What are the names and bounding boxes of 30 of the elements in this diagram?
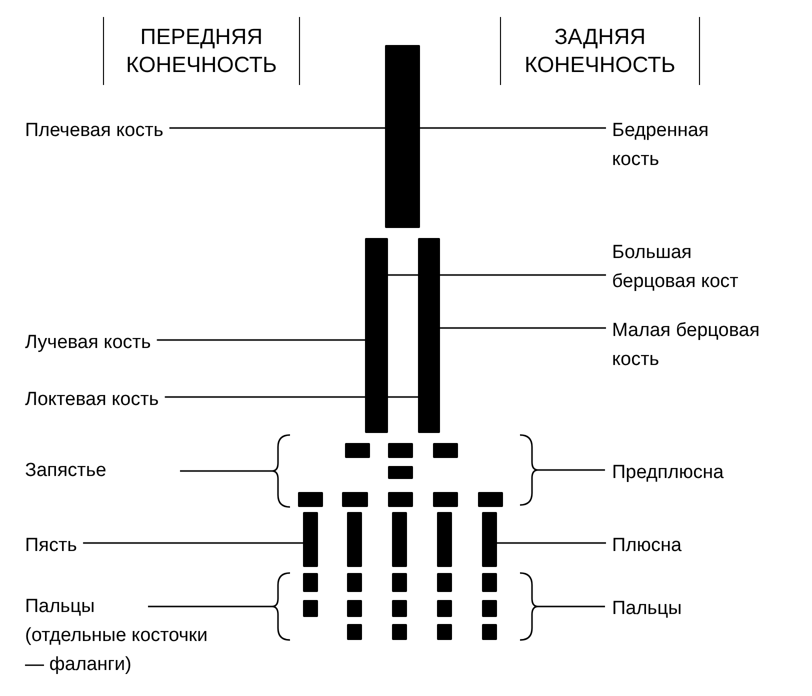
bone-label: Плюсна: [612, 534, 682, 558]
leader-line: [497, 542, 606, 544]
bone-label: Большая берцовая кост: [612, 241, 740, 294]
leader-line: [164, 396, 418, 398]
leader-line: [420, 127, 606, 129]
leader-line: [169, 127, 385, 129]
limb-heading: ЗАДНЯЯ КОНЕЧНОСТЬ: [524, 23, 676, 79]
bone-label: Предплюсна: [612, 461, 724, 485]
limb-heading: ПЕРЕДНЯЯ КОНЕЧНОСТЬ: [125, 23, 278, 79]
bone-label: Пясть: [25, 534, 78, 558]
bone-bar: [365, 238, 388, 433]
bone-label: Плечевая кость: [25, 119, 164, 143]
bone-bar: [385, 45, 420, 228]
header-box: [103, 17, 300, 85]
bone-label: Малая берцовая кость: [612, 319, 761, 372]
bone-label: Запястье: [25, 459, 106, 483]
bone-label: Бедренная кость: [612, 119, 710, 172]
leader-line: [83, 542, 303, 544]
bone-bar: [418, 238, 440, 433]
bone-label: (отдельные косточки — фаланги): [25, 624, 209, 677]
bone-label: Пальцы: [25, 595, 96, 619]
bone-bar: [303, 512, 318, 567]
bone-bar: [482, 512, 497, 567]
bone-label: Локтевая кость: [25, 388, 159, 412]
leader-line: [156, 339, 365, 341]
leader-line: [388, 274, 606, 276]
bone-label: Пальцы: [612, 597, 682, 621]
header-box: [500, 17, 700, 85]
leader-line: [440, 327, 606, 329]
bone-label: Лучевая кость: [25, 331, 151, 355]
